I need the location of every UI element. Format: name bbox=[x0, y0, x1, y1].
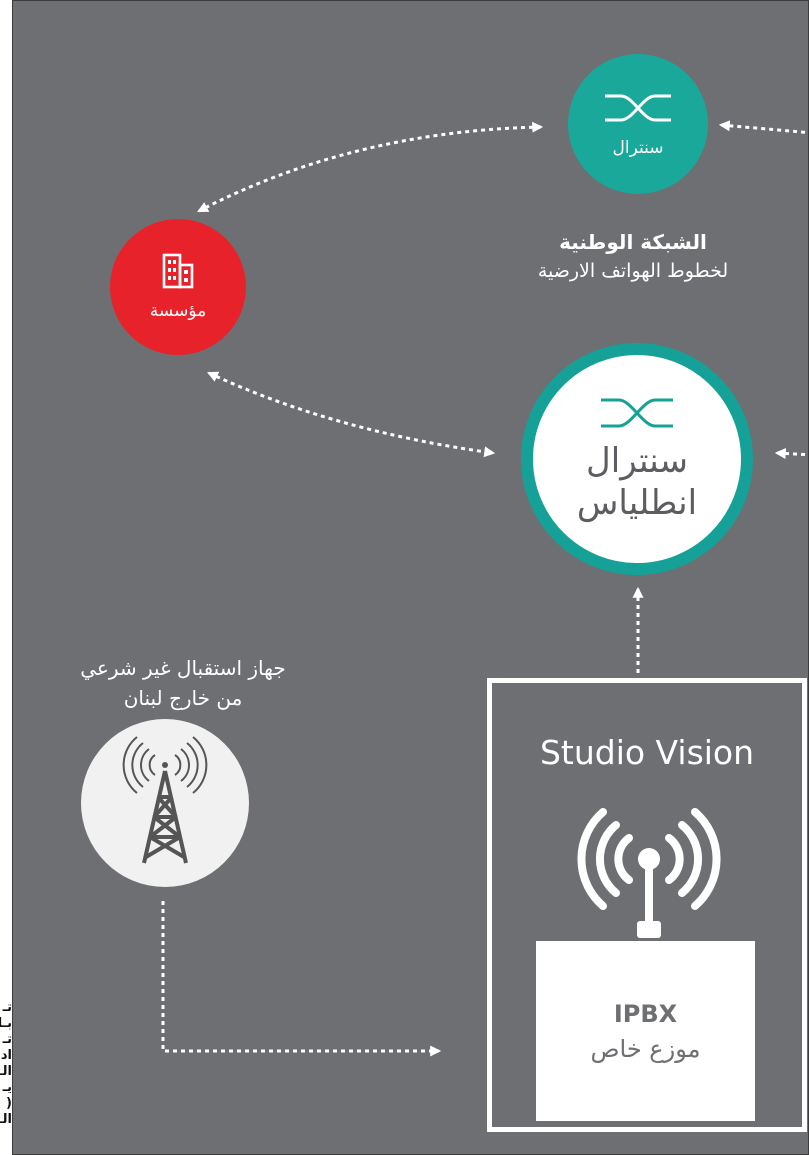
diagram-canvas: سنترال مؤسسة الشبكة الوطنية لخطوط الهوات… bbox=[12, 0, 809, 1155]
broadcast-antenna-icon bbox=[577, 808, 721, 938]
exchange-node: سنترال bbox=[568, 54, 708, 194]
side-caption-line: ( bbox=[6, 1096, 12, 1111]
ipbx-device: IPBX موزع خاص bbox=[536, 941, 755, 1121]
cropped-side-caption: تـ بـا تـ اد الـ يـ ( الـ bbox=[0, 1000, 12, 1155]
building-icon bbox=[162, 253, 194, 289]
link-offscreen-to-exchange bbox=[718, 120, 808, 135]
radio-tower-icon bbox=[122, 736, 208, 864]
exchange-label: سنترال bbox=[612, 138, 664, 158]
side-caption-line: تـ bbox=[2, 1000, 12, 1015]
link-receiver-to-ipbx bbox=[161, 901, 442, 1057]
link-enterprise-to-antelias bbox=[207, 371, 496, 458]
receiver-tower-node bbox=[81, 719, 249, 887]
side-caption-line: الـ bbox=[0, 1064, 12, 1079]
antelias-label-line2: انطلياس bbox=[576, 483, 698, 523]
network-caption: الشبكة الوطنية لخطوط الهواتف الارضية bbox=[483, 227, 783, 285]
studio-vision-box: Studio Vision IPBX موزع خاص bbox=[487, 678, 807, 1132]
studio-title: Studio Vision bbox=[539, 733, 755, 772]
link-exchange-to-enterprise bbox=[197, 121, 544, 213]
side-caption-line: الـ bbox=[0, 1112, 12, 1127]
network-subtitle: لخطوط الهواتف الارضية bbox=[537, 260, 729, 282]
network-title: الشبكة الوطنية bbox=[559, 230, 707, 254]
antelias-exchange-node: سنترال انطلياس bbox=[521, 343, 753, 575]
link-offscreen-to-antelias bbox=[774, 447, 808, 459]
ipbx-sublabel: موزع خاص bbox=[590, 1035, 701, 1063]
side-caption-line: بـا bbox=[0, 1016, 12, 1031]
connector-lines bbox=[161, 120, 808, 1057]
ipbx-label: IPBX bbox=[613, 1000, 678, 1028]
side-caption-line: يـ bbox=[2, 1080, 12, 1095]
receiver-line1: جهاز استقبال غير شرعي bbox=[80, 656, 286, 680]
antelias-label-line1: سنترال bbox=[586, 441, 688, 481]
switch-icon bbox=[605, 94, 671, 122]
switch-icon bbox=[601, 398, 673, 428]
enterprise-node: مؤسسة bbox=[110, 219, 246, 355]
side-caption-line: اد bbox=[0, 1048, 12, 1063]
receiver-caption: جهاز استقبال غير شرعي من خارج لبنان bbox=[33, 653, 333, 713]
side-caption-line: تـ bbox=[2, 1032, 12, 1047]
enterprise-label: مؤسسة bbox=[149, 301, 207, 321]
receiver-line2: من خارج لبنان bbox=[123, 686, 243, 710]
